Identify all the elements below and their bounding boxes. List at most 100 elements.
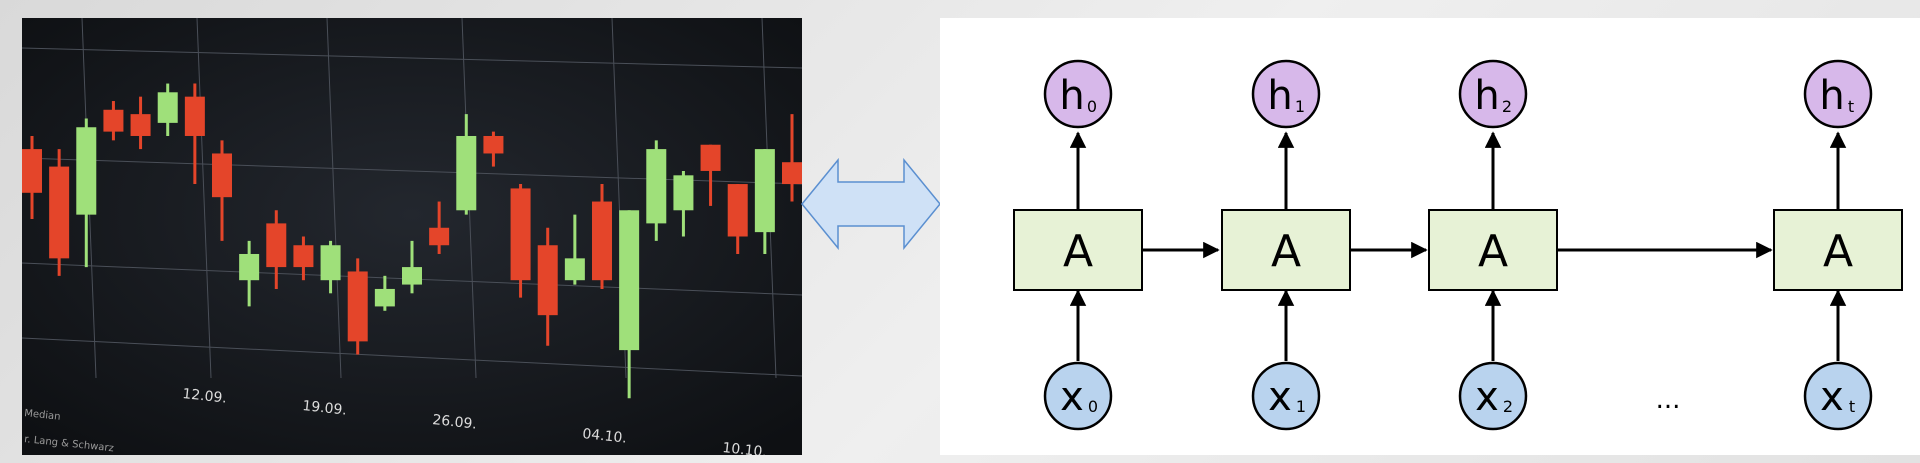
input-node [1458,361,1528,431]
candle-body [700,144,721,171]
rnn-cell [1013,209,1143,291]
candle [293,236,314,281]
cell-label: A [1478,226,1508,277]
candle-body [483,135,504,154]
candle [320,240,341,294]
candle-body [510,188,531,281]
candle-body [564,258,585,281]
rnn-step-2: A h 2 x 2 [1428,59,1558,431]
hidden-state-subscript: t [1848,97,1854,116]
candle-body [103,109,124,132]
cell-label: A [1271,226,1301,277]
hidden-state-node [1803,59,1873,129]
candle [537,227,558,346]
hidden-state-node [1458,59,1528,129]
date-label: 10.10. [722,440,768,455]
input-subscript: 0 [1088,397,1098,416]
cell-label: A [1063,226,1093,277]
chart-background [22,18,802,455]
candle-body [782,162,802,185]
ellipsis: ... [1656,385,1681,415]
candle-body [320,245,341,281]
candle [619,210,640,399]
input-label: x [1268,374,1292,420]
rnn-unrolled-diagram: A h 0 x 0 A h 1 x 1 A h [940,18,1920,455]
candle-body [184,96,205,136]
input-label: x [1475,374,1499,420]
rnn-step-0: A h 0 x 0 [1013,59,1143,431]
cell-label: A [1823,226,1853,277]
candle [402,240,422,294]
candle-body [22,149,42,193]
input-subscript: t [1849,397,1855,416]
candle [374,275,395,311]
candle [727,184,748,254]
hidden-state-label: h [1059,73,1084,119]
candle-body [76,127,97,215]
input-label: x [1060,374,1084,420]
candle-body [347,271,368,342]
date-label: 12.09. [182,386,228,407]
candle-body [239,253,260,281]
grid-line [196,18,212,379]
candle-body [429,227,450,246]
candle [429,201,450,254]
input-node [1803,361,1873,431]
candle-body [157,92,178,123]
candle-body [646,149,667,224]
candlestick-chart: 12.09. 19.09. 26.09. 04.10. 10.10. Media… [22,18,802,455]
rnn-cell [1428,209,1558,291]
candle [266,210,287,289]
input-node [1251,361,1321,431]
hidden-state-subscript: 0 [1087,97,1097,116]
rnn-diagram-svg: A h 0 x 0 A h 1 x 1 A h [1013,59,1903,431]
candle-body [537,245,558,316]
candle-body [402,267,422,285]
candle [103,101,124,141]
candle [157,83,178,136]
grid-line [22,157,802,185]
corner-text: Median [24,408,61,423]
hidden-state-node [1251,59,1321,129]
candle-body [212,153,232,198]
double-arrow-icon [801,158,941,250]
candle-body [293,245,314,268]
candle [510,184,531,298]
candle-body [456,135,477,211]
rnn-cell [1221,209,1351,291]
candle-body [754,149,775,233]
rnn-step-1: A h 1 x 1 [1221,59,1351,431]
hidden-state-subscript: 1 [1295,97,1305,116]
candle [592,184,612,289]
input-label: x [1820,374,1844,420]
hidden-state-node [1043,59,1113,129]
grid-line [326,18,342,379]
candle-body [49,166,70,259]
rnn-step-t: A h t x t [1773,59,1903,431]
candle [456,114,477,215]
candle [782,114,802,202]
date-label: 26.09. [432,412,478,433]
hidden-state-subscript: 2 [1502,97,1512,116]
input-subscript: 2 [1503,397,1513,416]
candle [239,240,260,307]
candle-body [266,223,287,268]
candle-body [619,210,640,351]
hidden-state-label: h [1267,73,1292,119]
hidden-state-label: h [1474,73,1499,119]
date-label: 19.09. [302,398,348,419]
date-label: 04.10. [582,426,628,447]
candle [49,149,70,276]
candle [212,140,232,241]
candle [22,135,42,220]
candle [700,144,721,206]
candle-body [673,175,694,211]
candle-body [592,201,612,281]
rnn-cell [1773,209,1903,291]
candles [22,83,802,399]
candle-body [130,114,151,136]
candle [184,83,205,185]
candle [646,140,667,241]
grid-line [22,337,802,377]
candle-body [374,288,395,307]
